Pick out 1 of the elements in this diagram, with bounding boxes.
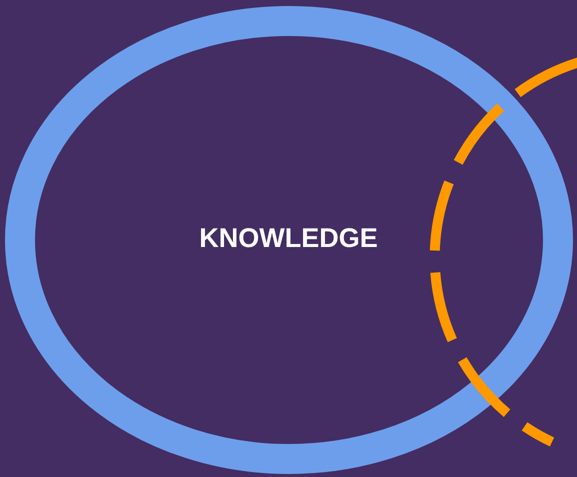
node-label: KNOWLEDGE [199, 222, 378, 256]
